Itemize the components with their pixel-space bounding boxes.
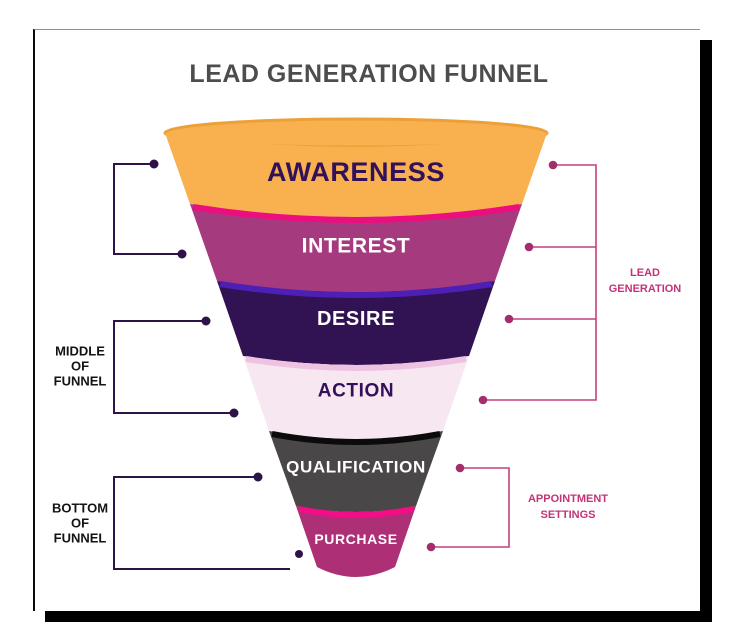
stage-label-desire: DESIRE <box>317 308 395 330</box>
right-dot-qualification <box>455 463 465 473</box>
lead-generation-line1: LEAD <box>630 267 660 279</box>
right-dot-awareness <box>548 160 558 170</box>
funnel-stage-interest <box>190 204 522 292</box>
bottom-of-funnel-line3: FUNNEL <box>54 531 107 546</box>
funnel-stage-desire-rim <box>219 281 493 298</box>
right-dot-purchase <box>426 542 436 552</box>
middle-of-funnel-line2: OF <box>71 359 89 374</box>
left-dot-action <box>229 408 239 418</box>
funnel-stage-action <box>243 356 469 439</box>
lead-generation-funnel-diagram: LEAD GENERATION FUNNEL AWAR <box>52 60 682 577</box>
funnel-stage-action-rim <box>245 356 467 371</box>
left-dot-interest <box>177 249 187 259</box>
lead-generation-label: LEAD GENERATION <box>609 267 682 295</box>
funnel-stage-desire <box>217 281 495 365</box>
page-title: LEAD GENERATION FUNNEL <box>189 60 548 88</box>
left-dot-purchase <box>295 550 303 558</box>
bottom-of-funnel-line2: OF <box>71 516 89 531</box>
left-dot-awareness <box>149 159 159 169</box>
funnel-shape <box>163 117 549 577</box>
middle-of-funnel-line3: FUNNEL <box>54 374 107 389</box>
funnel-stage-qualification <box>269 431 443 512</box>
left-dot-qualification <box>253 472 263 482</box>
funnel-card: LEAD GENERATION FUNNEL AWAR <box>33 29 700 611</box>
middle-of-funnel-label: MIDDLE OF FUNNEL <box>54 344 107 389</box>
left-dot-desire <box>201 316 211 326</box>
left-bracket-middle-of-funnel <box>113 320 234 414</box>
stage-label-action: ACTION <box>318 381 394 402</box>
funnel-stage-purchase <box>296 506 416 577</box>
left-brackets <box>113 163 290 570</box>
appointment-settings-line1: APPOINTMENT <box>528 493 608 505</box>
funnel-stage-purchase-rim <box>298 506 414 518</box>
right-bracket-lead-generation <box>483 164 597 401</box>
bottom-of-funnel-label: BOTTOM OF FUNNEL <box>52 501 108 546</box>
funnel-stage-labels: AWARENESS INTEREST DESIRE ACTION QUALIFI… <box>267 157 445 547</box>
funnel-stage-qualification-rim <box>271 431 441 445</box>
stage-label-interest: INTEREST <box>302 235 411 258</box>
funnel-stage-awareness <box>165 133 547 217</box>
stage-label-purchase: PURCHASE <box>314 531 397 547</box>
middle-of-funnel-line1: MIDDLE <box>55 344 105 359</box>
right-dot-desire <box>504 314 514 324</box>
right-dot-interest <box>524 242 534 252</box>
appointment-settings-label: APPOINTMENT SETTINGS <box>528 493 608 521</box>
right-brackets <box>431 164 597 548</box>
right-bracket-dots <box>426 160 558 552</box>
left-bracket-bottom-of-funnel <box>113 476 290 570</box>
bottom-of-funnel-line1: BOTTOM <box>52 501 108 516</box>
right-bracket-appointment-settings <box>431 467 510 548</box>
right-dot-action <box>478 395 488 405</box>
appointment-settings-line2: SETTINGS <box>540 509 595 521</box>
left-bracket-top-of-funnel <box>113 163 182 255</box>
stage-label-awareness: AWARENESS <box>267 157 445 187</box>
left-bracket-dots <box>149 159 303 558</box>
stage-label-qualification: QUALIFICATION <box>286 458 426 477</box>
funnel-stage-interest-rim <box>192 204 520 223</box>
lead-generation-line2: GENERATION <box>609 283 682 295</box>
